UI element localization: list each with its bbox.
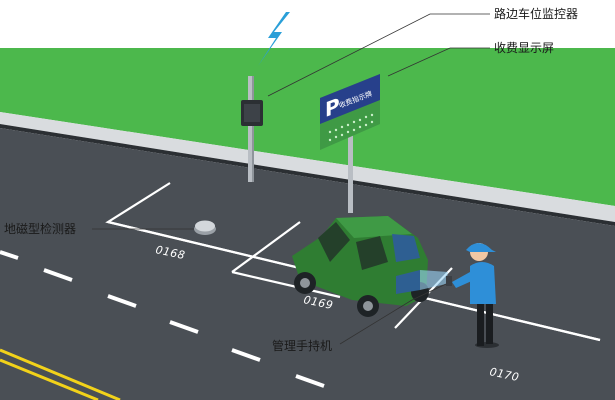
curb-edge: [0, 124, 615, 226]
callout-geomagnetic-detector: 地磁型检测器: [4, 221, 76, 236]
car-icon: [292, 216, 429, 317]
callout-fee-display: 收费显示屏: [494, 41, 554, 55]
person-icon: [446, 243, 499, 348]
scan-beam: [420, 270, 448, 290]
callout-leaders: [92, 13, 490, 345]
grass-area: [0, 48, 615, 206]
sidewalk-curb: [0, 112, 615, 222]
lane-dashes: [0, 250, 325, 388]
callout-roadside-monitor: 路边车位监控器: [494, 6, 578, 21]
geomagnetic-detector: [194, 220, 216, 235]
space-number-0170: 0170: [488, 365, 520, 384]
callout-handheld-device: 管理手持机: [272, 338, 332, 353]
sign-letter: P: [325, 93, 340, 122]
space-number-0169: 0169: [302, 293, 334, 312]
parking-sign-icon: P 收费指示牌: [320, 74, 380, 213]
space-number-0168: 0168: [154, 243, 186, 262]
yellow-lines: [0, 348, 121, 400]
roadside-monitor: [241, 76, 263, 182]
